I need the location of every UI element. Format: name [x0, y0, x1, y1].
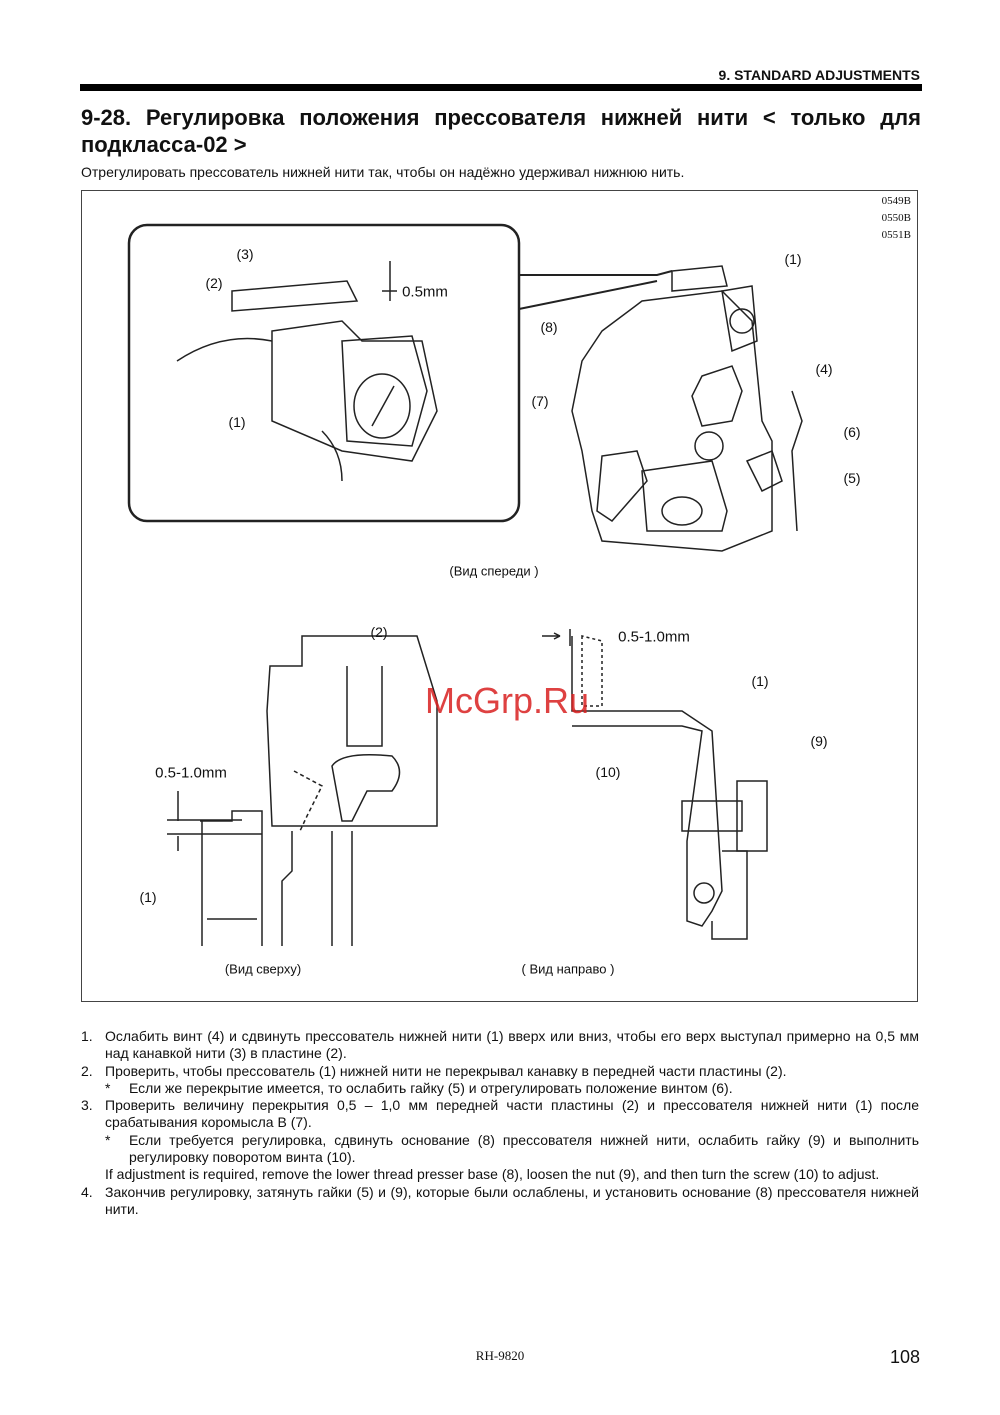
note-text: Если же перекрытие имеется, то ослабить … [129, 1079, 733, 1096]
step-number: 4. [81, 1183, 93, 1200]
callout-label: (2) [205, 275, 223, 291]
callout-label: (8) [540, 319, 558, 335]
drawing-code: 0549B [881, 195, 911, 207]
step-4: 4. Закончив регулировку, затянуть гайки (… [81, 1184, 919, 1219]
caption-top-view: (Вид сверху) [224, 961, 302, 977]
callout-label: (7) [531, 393, 549, 409]
header-rule [80, 84, 922, 91]
callout-label: (1) [784, 251, 802, 267]
step-text: Закончив регулировку, затянуть гайки (5)… [105, 1183, 919, 1217]
figure: 0549B 0550B 0551B (3) (2) 0.5mm (1) (1) … [81, 190, 918, 1002]
step-2-note: * Если же перекрытие имеется, то ослабить… [81, 1080, 919, 1097]
intro-text: Отрегулировать прессователь нижней нити … [81, 164, 685, 180]
watermark: McGrp.Ru [424, 680, 590, 721]
step-number: 1. [81, 1028, 93, 1044]
page-title: 9-28. Регулировка положения прессователя… [81, 105, 921, 157]
callout-label: (1) [139, 889, 157, 905]
callout-label: (3) [236, 246, 254, 262]
step-3-english: If adjustment is required, remove the lo… [105, 1166, 880, 1183]
drawing-code: 0550B [881, 212, 911, 224]
step-number: 2. [81, 1062, 93, 1079]
callout-label: (9) [810, 733, 828, 749]
diagram-drawing [127, 223, 803, 946]
note-marker: * [105, 1079, 111, 1096]
dimension-label: 0.5-1.0mm [155, 764, 227, 782]
caption-front-view: (Вид спереди ) [449, 563, 539, 579]
page-number: 108 [889, 1347, 920, 1367]
instruction-list: 1. Ослабить винт (4) и сдвинуть прессоват… [81, 1028, 919, 1218]
note-text: Если требуется регулировка, сдвинуть осн… [129, 1131, 919, 1166]
caption-right-view: ( Вид направо ) [521, 961, 615, 977]
callout-label: (4) [815, 361, 833, 377]
drawing-code: 0551B [881, 229, 911, 241]
dimension-label: 0.5mm [402, 283, 448, 301]
callout-label: (1) [228, 414, 246, 430]
step-1: 1. Ослабить винт (4) и сдвинуть прессоват… [81, 1028, 919, 1063]
step-3: 3. Проверить величину перекрытия 0,5 – 1,… [81, 1097, 919, 1132]
step-number: 3. [81, 1097, 93, 1114]
model-number: RH-9820 [475, 1348, 525, 1363]
dimension-label: 0.5-1.0mm [618, 628, 690, 646]
step-text: Ослабить винт (4) и сдвинуть прессовател… [105, 1028, 919, 1062]
section-header: 9. STANDARD ADJUSTMENTS [718, 67, 920, 83]
note-marker: * [105, 1131, 111, 1148]
step-3-note: * Если требуется регулировка, сдвинуть ос… [81, 1132, 919, 1167]
callout-label: (1) [751, 673, 769, 689]
step-text: Проверить величину перекрытия 0,5 – 1,0 … [105, 1097, 919, 1131]
callout-label: (6) [843, 424, 861, 440]
step-text: Проверить, чтобы прессователь (1) нижней… [105, 1062, 787, 1079]
callout-label: (10) [595, 764, 621, 780]
callout-label: (2) [370, 624, 388, 640]
callout-label: (5) [843, 470, 861, 486]
step-2: 2. Проверить, чтобы прессователь (1) нижн… [81, 1063, 919, 1080]
